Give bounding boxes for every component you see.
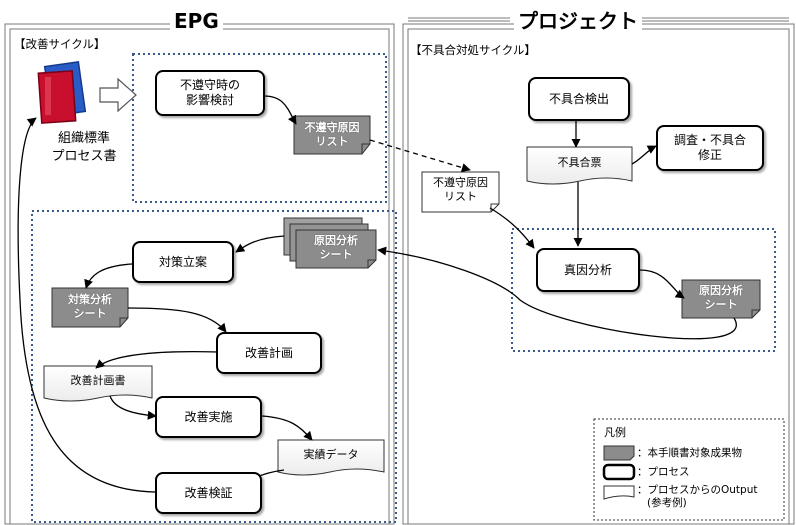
standard-doc-line1: 組織標準 <box>57 131 110 146</box>
improvement-plan-doc-shape <box>43 365 153 402</box>
investigate-fix-process[interactable]: 調査・不具合修正 <box>656 125 764 171</box>
project-noncompliance-list-line1: 不遵守原因 <box>433 176 488 189</box>
defect-ticket-doc[interactable]: 不具合票 <box>557 156 602 169</box>
defect-ticket-doc-shape <box>526 146 633 185</box>
countermeasure-sheet-line1: 対策分析 <box>68 293 112 306</box>
epg-cycle-label: 【改善サイクル】 <box>14 37 106 51</box>
improvement-plan-doc[interactable]: 改善計画書 <box>70 374 126 387</box>
root-cause-sheet-stack-shape <box>283 217 377 269</box>
improvement-verification-process[interactable]: 改善検証 <box>155 472 262 514</box>
countermeasure-sheet-shape <box>51 287 129 328</box>
books-icon <box>37 61 87 124</box>
epg-title: EPG <box>170 9 223 33</box>
noncompliance-list-line2: リスト <box>315 135 349 148</box>
root-cause-sheet-line1: 原因分析 <box>314 234 358 247</box>
connectors <box>17 95 737 493</box>
legend-deliverable-label: ：本手順書対象成果物 <box>637 447 742 459</box>
impact-review-line2: 影響検討 <box>185 93 234 107</box>
epg-lower-group <box>31 210 397 523</box>
standard-doc-line2: プロセス書 <box>51 149 117 164</box>
investigate-fix-line2: 修正 <box>697 148 722 162</box>
project-root-cause-sheet-doc[interactable]: 原因分析シート <box>682 280 760 316</box>
root-cause-analysis-process[interactable]: 真因分析 <box>536 248 640 292</box>
project-title-rule <box>408 17 789 25</box>
noncompliance-list-doc[interactable]: 不遵守原因リスト <box>294 116 370 154</box>
project-noncompliance-list-doc-shape <box>421 171 500 213</box>
project-root-cause-sheet-line2: シート <box>704 298 738 311</box>
defect-detection-process[interactable]: 不具合検出 <box>528 77 630 121</box>
project-title: プロジェクト <box>514 9 642 33</box>
noncompliance-list-doc-shape <box>293 115 371 155</box>
legend-box <box>593 418 785 521</box>
project-analysis-group <box>511 228 776 352</box>
root-cause-sheet-line2: シート <box>319 248 353 261</box>
project-cycle-label: 【不具合対処サイクル】 <box>410 43 536 57</box>
project-noncompliance-list-line2: リスト <box>444 190 477 203</box>
countermeasure-sheet-line2: シート <box>73 307 107 320</box>
legend-output-line2: (参考例) <box>647 497 687 509</box>
epg-upper-group <box>132 53 387 203</box>
countermeasure-planning-process[interactable]: 対策立案 <box>132 241 234 283</box>
block-arrow-icon <box>99 77 137 113</box>
countermeasure-sheet-doc[interactable]: 対策分析シート <box>52 288 128 326</box>
root-cause-sheet-doc[interactable]: 原因分析シート <box>296 230 376 266</box>
improvement-planning-process[interactable]: 改善計画 <box>216 332 322 374</box>
legend-process-label: ：プロセス <box>637 466 690 478</box>
improvement-execution-process[interactable]: 改善実施 <box>155 396 262 438</box>
results-data-doc[interactable]: 実績データ <box>303 448 359 461</box>
impact-review-line1: 不遵守時の <box>179 78 240 92</box>
legend-output-line1: ：プロセスからのOutput <box>637 484 758 496</box>
project-root-cause-sheet-shape <box>681 279 761 319</box>
project-noncompliance-list-doc[interactable]: 不遵守原因リスト <box>422 172 499 208</box>
legend-output-label: ：プロセスからのOutput (参考例) <box>637 484 757 510</box>
legend-title: 凡例 <box>604 426 626 439</box>
standard-process-doc-label: 組織標準 プロセス書 <box>34 130 134 166</box>
investigate-fix-line1: 調査・不具合 <box>673 133 746 147</box>
results-data-doc-shape <box>277 439 385 476</box>
noncompliance-list-line1: 不遵守原因 <box>304 121 360 134</box>
project-root-cause-sheet-line1: 原因分析 <box>699 284 743 297</box>
impact-review-process[interactable]: 不遵守時の影響検討 <box>155 70 265 116</box>
